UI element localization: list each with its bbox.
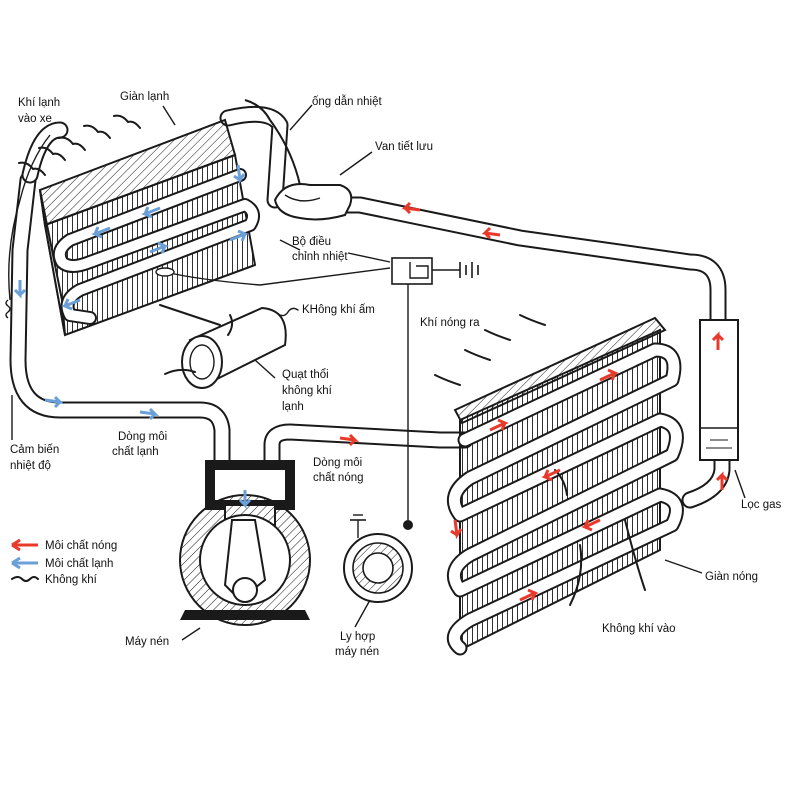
- label-hot-air-out: Khí nóng ra: [420, 317, 480, 329]
- leader-lines: [11, 104, 746, 641]
- label-thermostat-1: Bộ điều: [292, 236, 331, 248]
- labels: Khí lạnh vào xe Giàn lạnh ống dẫn nhiệt …: [10, 91, 782, 658]
- legend-cold-label: Môi chất lạnh: [45, 558, 113, 570]
- label-blower-1: Quạt thổi: [282, 369, 329, 381]
- label-warm-air: KHông khí ấm: [302, 304, 375, 316]
- label-compressor: Máy nén: [125, 636, 169, 648]
- label-evaporator: Giàn lạnh: [120, 91, 169, 103]
- legend-air-label: Không khí: [45, 574, 98, 586]
- flow-arrows: [13, 164, 729, 602]
- label-temp-sensor-1: Cảm biến: [10, 444, 59, 456]
- legend-cold: Môi chất lạnh: [11, 556, 113, 570]
- label-thermostat-2: chỉnh nhiệt: [292, 251, 348, 263]
- label-heat-pipe: ống dẫn nhiệt: [312, 95, 383, 108]
- air-flow-arrows: [18, 114, 646, 606]
- label-temp-sensor-2: nhiệt độ: [10, 460, 51, 472]
- legend-air-wavy-icon: [11, 576, 39, 582]
- legend-hot-arrow-icon: [11, 538, 38, 552]
- blower-fan: [181, 306, 287, 389]
- thermostat: [391, 257, 479, 530]
- label-cold-flow-1: Dòng môi: [118, 431, 167, 443]
- label-clutch-2: máy nén: [335, 646, 379, 658]
- compressor: [179, 460, 311, 626]
- legend-hot-label: Môi chất nóng: [45, 540, 117, 552]
- label-cold-air-in-car-2: vào xe: [18, 113, 52, 125]
- label-air-in: Không khí vào: [602, 623, 676, 635]
- legend: Môi chất nóng Môi chất lạnh Không khí: [11, 538, 117, 586]
- label-blower-2: không khí: [282, 385, 333, 397]
- label-hot-flow-1: Dòng môi: [313, 457, 362, 469]
- evaporator: [5, 118, 391, 337]
- label-cold-flow-2: chất lạnh: [112, 446, 159, 458]
- label-blower-3: lạnh: [282, 401, 304, 413]
- label-cold-air-in-car-1: Khí lạnh: [18, 97, 60, 109]
- label-hot-flow-2: chất nóng: [313, 472, 364, 484]
- condenser: [446, 316, 684, 656]
- label-expansion-valve: Van tiết lưu: [375, 141, 433, 153]
- label-gas-filter: Lọc gas: [741, 499, 782, 511]
- label-clutch-1: Ly hợp: [340, 631, 375, 643]
- label-condenser: Giàn nóng: [705, 571, 758, 583]
- compressor-clutch: [343, 514, 413, 603]
- legend-hot: Môi chất nóng: [11, 538, 117, 552]
- legend-cold-arrow-icon: [11, 556, 38, 570]
- expansion-valve: [244, 99, 353, 221]
- legend-air: Không khí: [11, 574, 98, 586]
